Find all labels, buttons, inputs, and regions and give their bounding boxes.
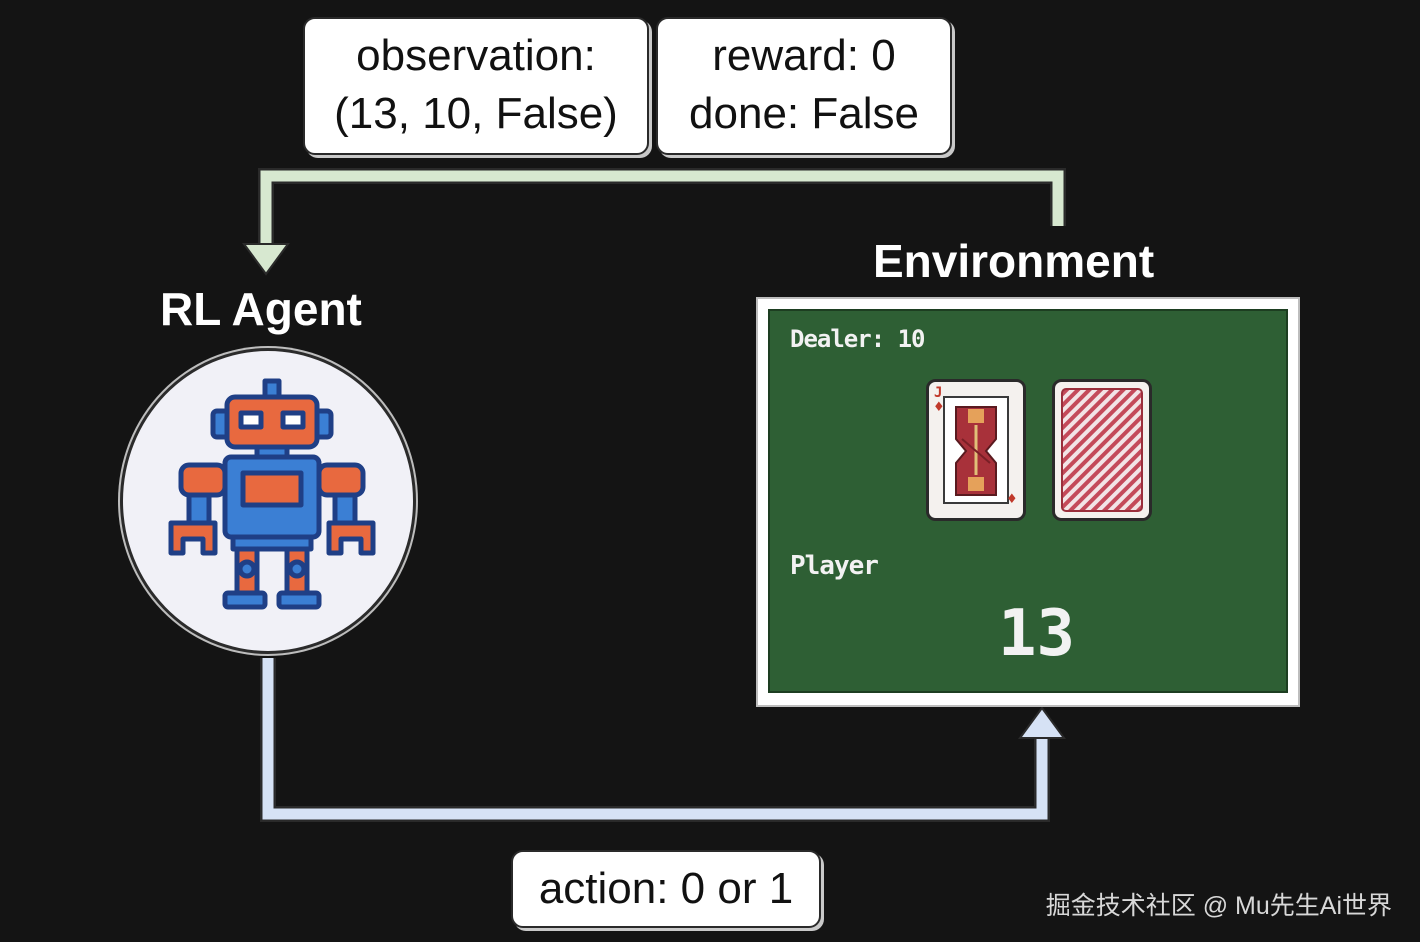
player-sum: 13 xyxy=(998,597,1076,671)
svg-text:♦: ♦ xyxy=(1006,492,1018,507)
dealer-label: Dealer: 10 xyxy=(790,325,925,353)
observation-arrow xyxy=(242,168,1066,276)
environment-frame: Dealer: 10 J ♦ ♦ Player 13 xyxy=(756,297,1300,707)
done-value: done: False xyxy=(689,89,919,138)
robot-icon xyxy=(168,378,376,610)
svg-text:♦: ♦ xyxy=(933,400,945,415)
svg-text:J: J xyxy=(934,385,942,401)
agent-title: RL Agent xyxy=(160,283,362,335)
reward-done-box: reward: 0 done: False xyxy=(656,17,952,155)
action-box: action: 0 or 1 xyxy=(511,850,821,928)
face-down-card xyxy=(1052,379,1152,521)
observation-box: observation: (13, 10, False) xyxy=(303,17,649,155)
watermark: 掘金技术社区 @ Mu先生Ai世界 xyxy=(1045,892,1392,920)
player-label: Player xyxy=(790,551,879,581)
blackjack-table: Dealer: 10 J ♦ ♦ Player 13 xyxy=(768,309,1288,693)
jack-of-diamonds-card: J ♦ ♦ xyxy=(926,379,1026,521)
environment-title: Environment xyxy=(873,235,1155,287)
action-arrow xyxy=(260,658,1066,822)
action-label: action: 0 or 1 xyxy=(538,864,794,913)
agent-avatar xyxy=(120,348,416,654)
observation-value: (13, 10, False) xyxy=(334,89,618,138)
reward-value: reward: 0 xyxy=(712,31,896,80)
observation-label: observation: xyxy=(356,31,596,80)
